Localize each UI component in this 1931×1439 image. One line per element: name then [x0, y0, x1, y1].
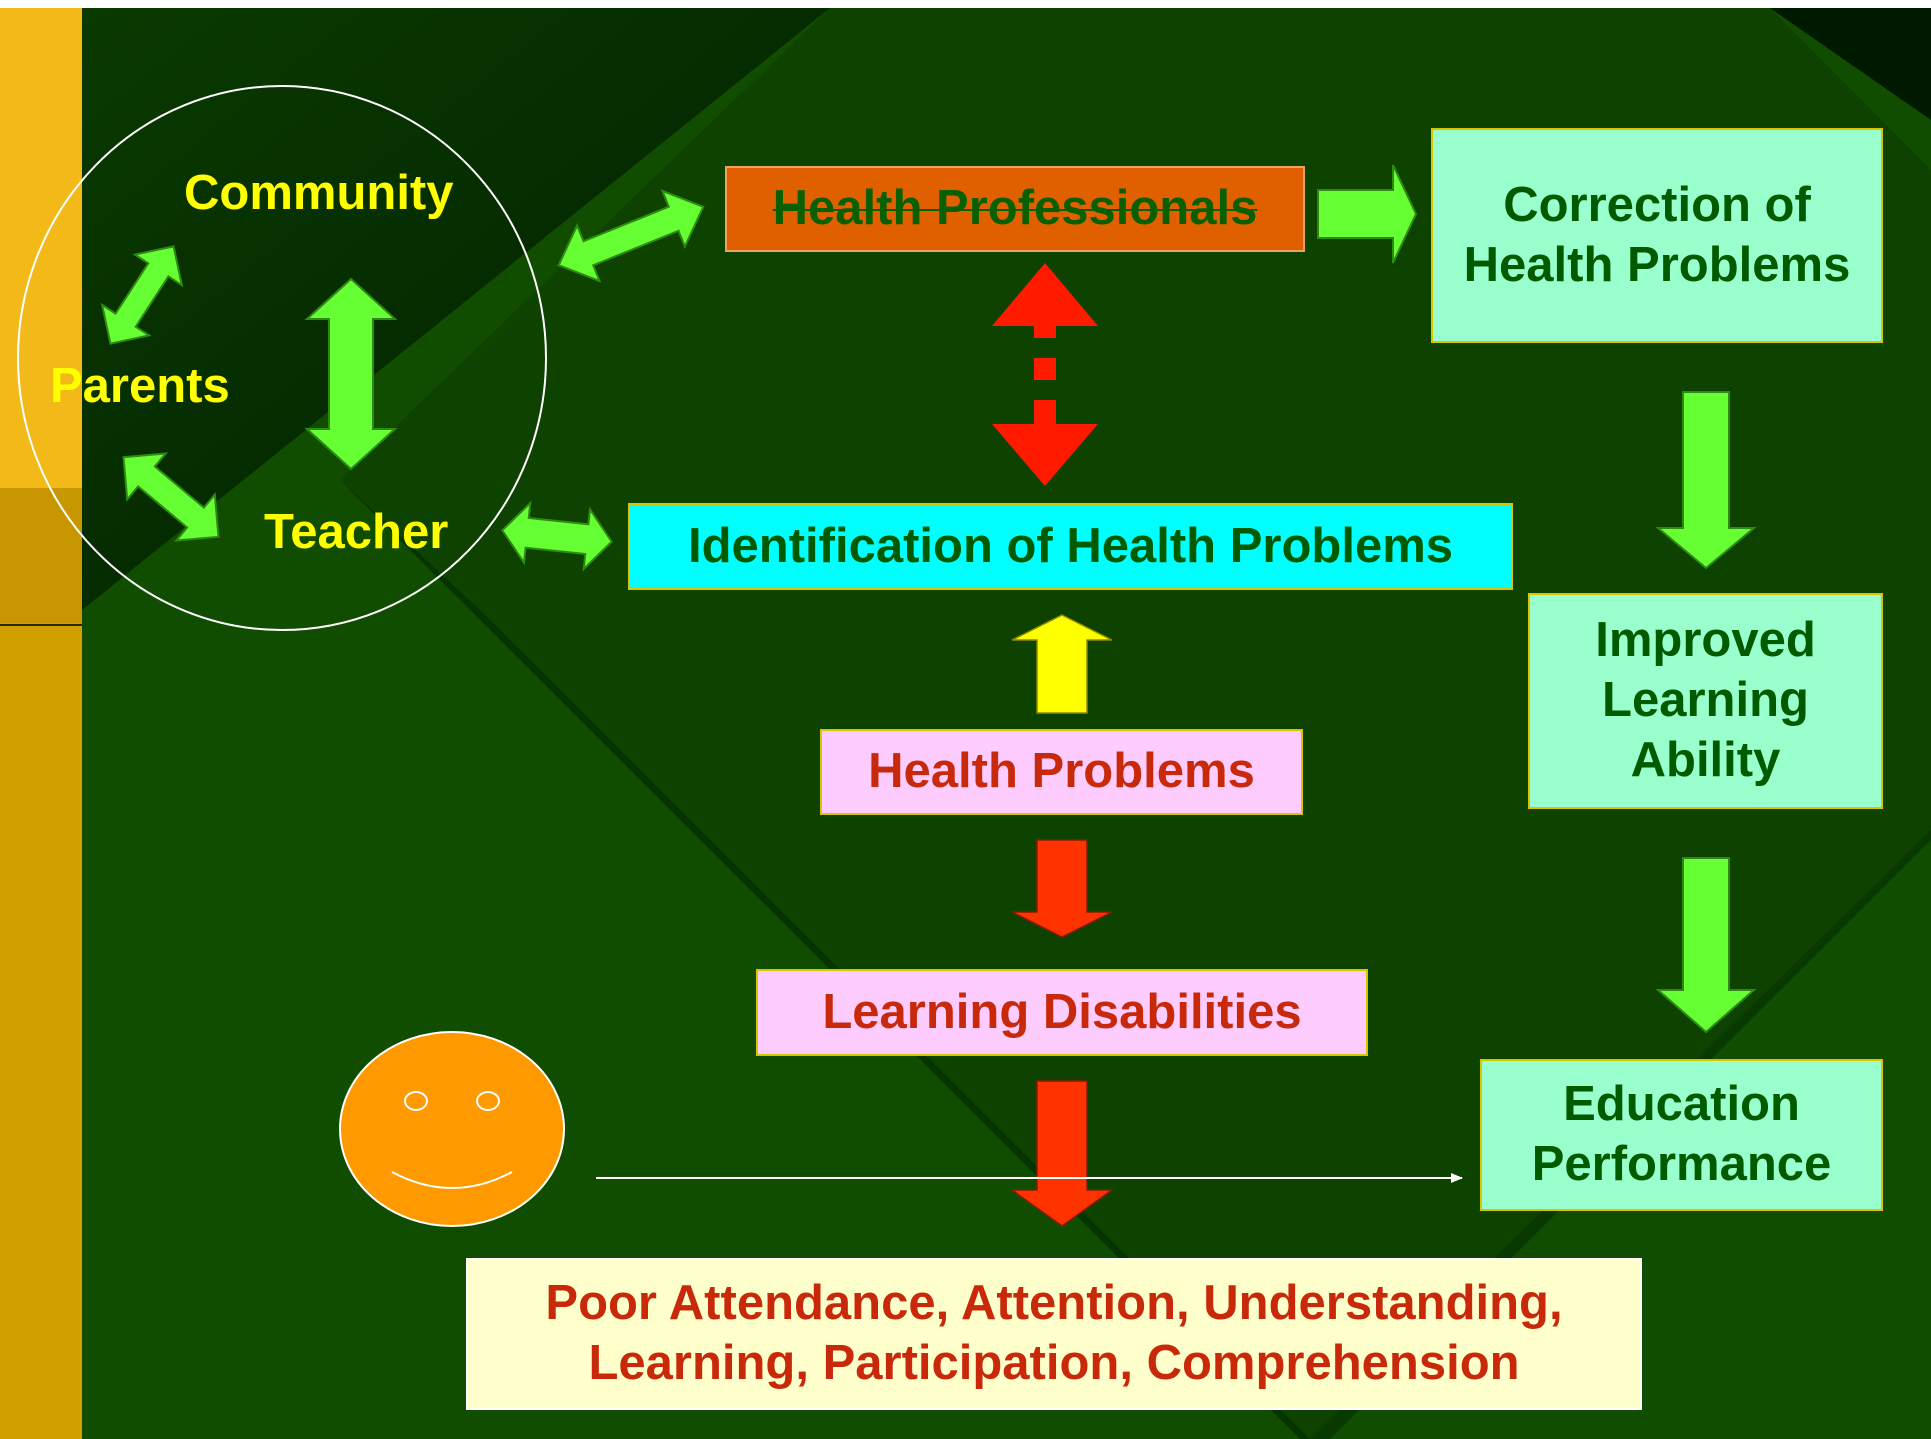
double-arrow-to-health-professionals [557, 189, 705, 283]
label-parents: Parents [50, 359, 230, 413]
dark-corner-top-right [1770, 8, 1931, 120]
double-arrow-vertical [304, 277, 398, 471]
red-down-arrow-1 [1011, 839, 1113, 938]
red-down-arrow-2 [1009, 1080, 1115, 1227]
box-improved-learning: Improved Learning Ability [1528, 593, 1883, 809]
box-learning-disabilities: Learning Disabilities [756, 969, 1368, 1056]
arrow-to-correction [1317, 164, 1418, 264]
double-arrow-community-parents [100, 245, 184, 345]
box-correction: Correction of Health Problems [1431, 128, 1883, 343]
label-community: Community [184, 166, 454, 220]
box-education-performance: Education Performance [1480, 1059, 1883, 1211]
dashed-double-arrow [992, 263, 1098, 486]
arrow-to-education-performance [1655, 857, 1757, 1034]
label-teacher: Teacher [264, 505, 449, 559]
box-identification: Identification of Health Problems [628, 503, 1513, 590]
dark-band-top-left [82, 8, 830, 610]
box-poor-outcomes: Poor Attendance, Attention, Understandin… [466, 1258, 1642, 1410]
box-health-professionals: Health Professionals [725, 166, 1305, 252]
arrow-to-improved-learning [1655, 391, 1757, 570]
yellow-up-arrow [1011, 614, 1113, 714]
smiley-face-icon [339, 1031, 565, 1227]
gold-sidebar-mid [0, 488, 82, 623]
double-arrow-to-identification [501, 500, 613, 572]
double-arrow-parents-teacher [122, 452, 220, 542]
box-health-problems: Health Problems [820, 729, 1303, 815]
stakeholder-circle [17, 85, 547, 631]
